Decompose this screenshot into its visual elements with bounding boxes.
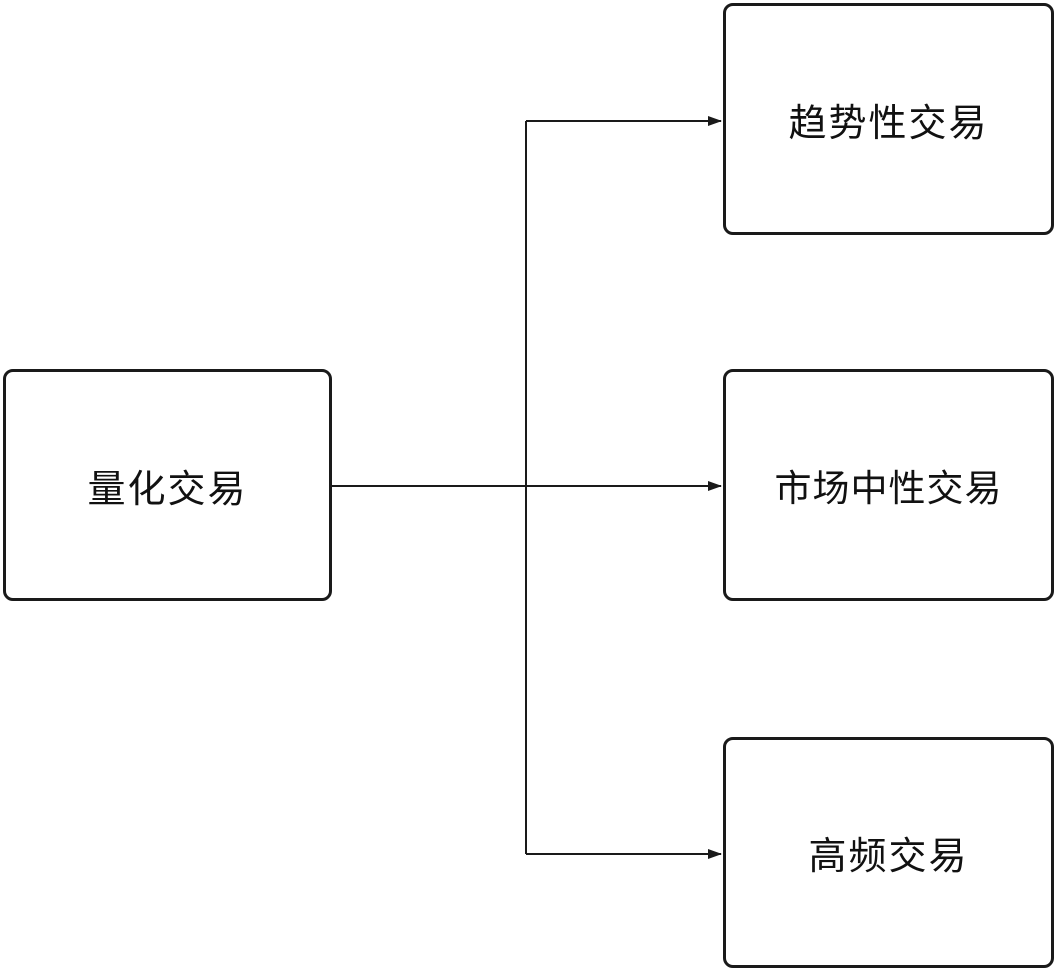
node-high-frequency-trading: 高频交易 — [723, 737, 1054, 968]
node-label: 市场中性交易 — [774, 467, 1003, 510]
node-label: 高频交易 — [808, 834, 969, 878]
node-trend-trading: 趋势性交易 — [723, 3, 1054, 235]
node-market-neutral-trading: 市场中性交易 — [723, 369, 1054, 601]
node-label: 量化交易 — [87, 466, 248, 511]
node-label: 趋势性交易 — [788, 100, 989, 145]
node-quant-trading: 量化交易 — [3, 369, 332, 601]
